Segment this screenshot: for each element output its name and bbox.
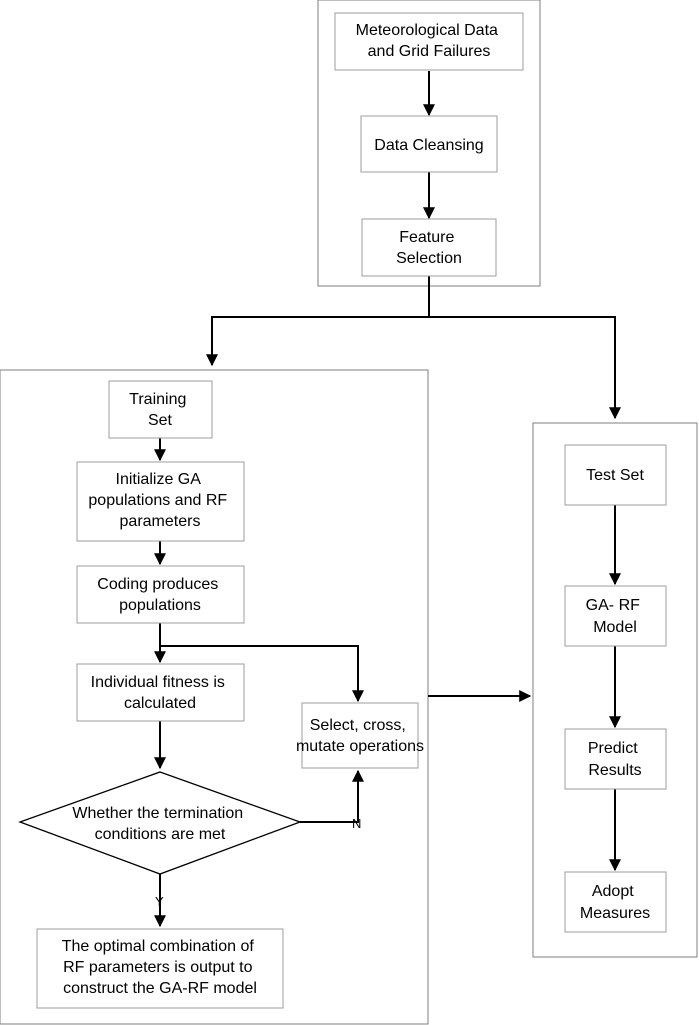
- node-initialize-ga-line: parameters: [120, 513, 201, 530]
- node-met-data-line: Meteorological Data: [356, 22, 498, 39]
- svg-text:Coding produces popula: Coding produces populations: [97, 576, 222, 614]
- node-coding-populations: Coding produces populations: [76, 565, 245, 624]
- node-adopt-measures-line: Adopt: [592, 883, 634, 900]
- svg-text:Test Set: Test Set: [586, 467, 644, 484]
- node-adopt-measures: Adopt Measures: [564, 871, 667, 933]
- svg-text:Initialize GA populati: Initialize GA populations and RF paramet…: [88, 471, 231, 530]
- node-data-cleansing: Data Cleansing: [360, 115, 498, 173]
- edge-feature-to-test: [429, 316, 621, 420]
- edge-label-n: N: [352, 816, 361, 831]
- node-optimal-combination-line: RF parameters is output to: [63, 959, 253, 976]
- svg-text:The optimal combination of: The optimal combination of RF parameters…: [62, 938, 259, 997]
- svg-text:Individual fitness is: Individual fitness is calculated: [91, 674, 230, 712]
- svg-text:Feature Selection: Feature Selection: [396, 229, 462, 267]
- node-optimal-combination: The optimal combination of RF parameters…: [36, 928, 284, 1009]
- node-feature-selection-line: Selection: [396, 250, 462, 267]
- node-predict-results: Predict Results: [564, 728, 667, 790]
- node-initialize-ga-line: Initialize GA: [116, 471, 202, 488]
- node-training-set-line: Set: [148, 412, 173, 429]
- node-met-data: Meteorological Data and Grid Failures: [334, 12, 524, 71]
- node-met-data-line: and Grid Failures: [368, 43, 491, 60]
- node-select-cross-mutate-line: Select, cross,: [310, 717, 406, 734]
- node-feature-selection-line: Feature: [399, 229, 454, 246]
- node-ga-rf-model: GA- RF Model: [564, 585, 667, 647]
- node-select-cross-mutate: Select, cross, mutate operations: [296, 702, 424, 769]
- node-test-set-line: Test Set: [586, 467, 644, 484]
- node-training-set: Training Set: [108, 380, 213, 439]
- node-termination-decision-line: conditions are met: [95, 826, 226, 843]
- node-initialize-ga-line: populations and RF: [88, 492, 227, 509]
- svg-text:Data Cleansing: Data Cleansing: [374, 137, 483, 154]
- svg-text:Predict Results: Predict Results: [588, 740, 642, 779]
- node-initialize-ga: Initialize GA populations and RF paramet…: [76, 461, 245, 542]
- node-termination-decision: Whether the termination conditions are m…: [18, 771, 302, 875]
- svg-text:Training Set: Training Set: [129, 391, 191, 429]
- svg-text:GA- RF Model: GA- RF Model: [586, 597, 645, 636]
- node-feature-selection: Feature Selection: [361, 218, 497, 277]
- node-ga-rf-model-line: GA-: [586, 597, 614, 614]
- node-optimal-combination-line: The optimal combination of: [62, 938, 255, 955]
- node-optimal-combination-line: construct the GA-RF model: [63, 980, 257, 997]
- node-select-cross-mutate-line: mutate operations: [296, 738, 424, 755]
- node-predict-results-line: Predict: [588, 740, 638, 757]
- edge-feature-to-train: [206, 276, 430, 367]
- node-training-set-line: Training: [129, 391, 186, 408]
- node-individual-fitness: Individual fitness is calculated: [76, 663, 245, 722]
- node-test-set: Test Set: [564, 444, 667, 506]
- node-data-cleansing-line: Data Cleansing: [374, 137, 483, 154]
- node-predict-results-line: Results: [588, 762, 641, 779]
- svg-text:Adopt Measures: Adopt Measures: [580, 883, 650, 922]
- svg-text:Select, cross, mutate: Select, cross, mutate operations: [296, 717, 424, 755]
- node-termination-decision-line: Whether the termination: [72, 805, 243, 822]
- node-ga-rf-model-line: RF: [619, 597, 641, 614]
- node-individual-fitness-line: calculated: [124, 695, 196, 712]
- edge-decide-to-optimal: Y: [154, 874, 166, 928]
- edge-label-y: Y: [155, 894, 164, 909]
- node-adopt-measures-line: Measures: [580, 905, 650, 922]
- svg-text:Whether the termination: Whether the termination conditions are m…: [72, 805, 247, 843]
- edge-coding-to-select: [160, 645, 364, 703]
- node-individual-fitness-line: Individual fitness is: [91, 674, 225, 691]
- node-coding-populations-line: Coding produces: [97, 576, 218, 593]
- node-ga-rf-model-line: Model: [593, 619, 637, 636]
- edge-decide-to-select: N: [300, 769, 364, 831]
- node-coding-populations-line: populations: [119, 597, 201, 614]
- svg-text:Meteorological Data an: Meteorological Data and Grid Failures: [356, 22, 503, 60]
